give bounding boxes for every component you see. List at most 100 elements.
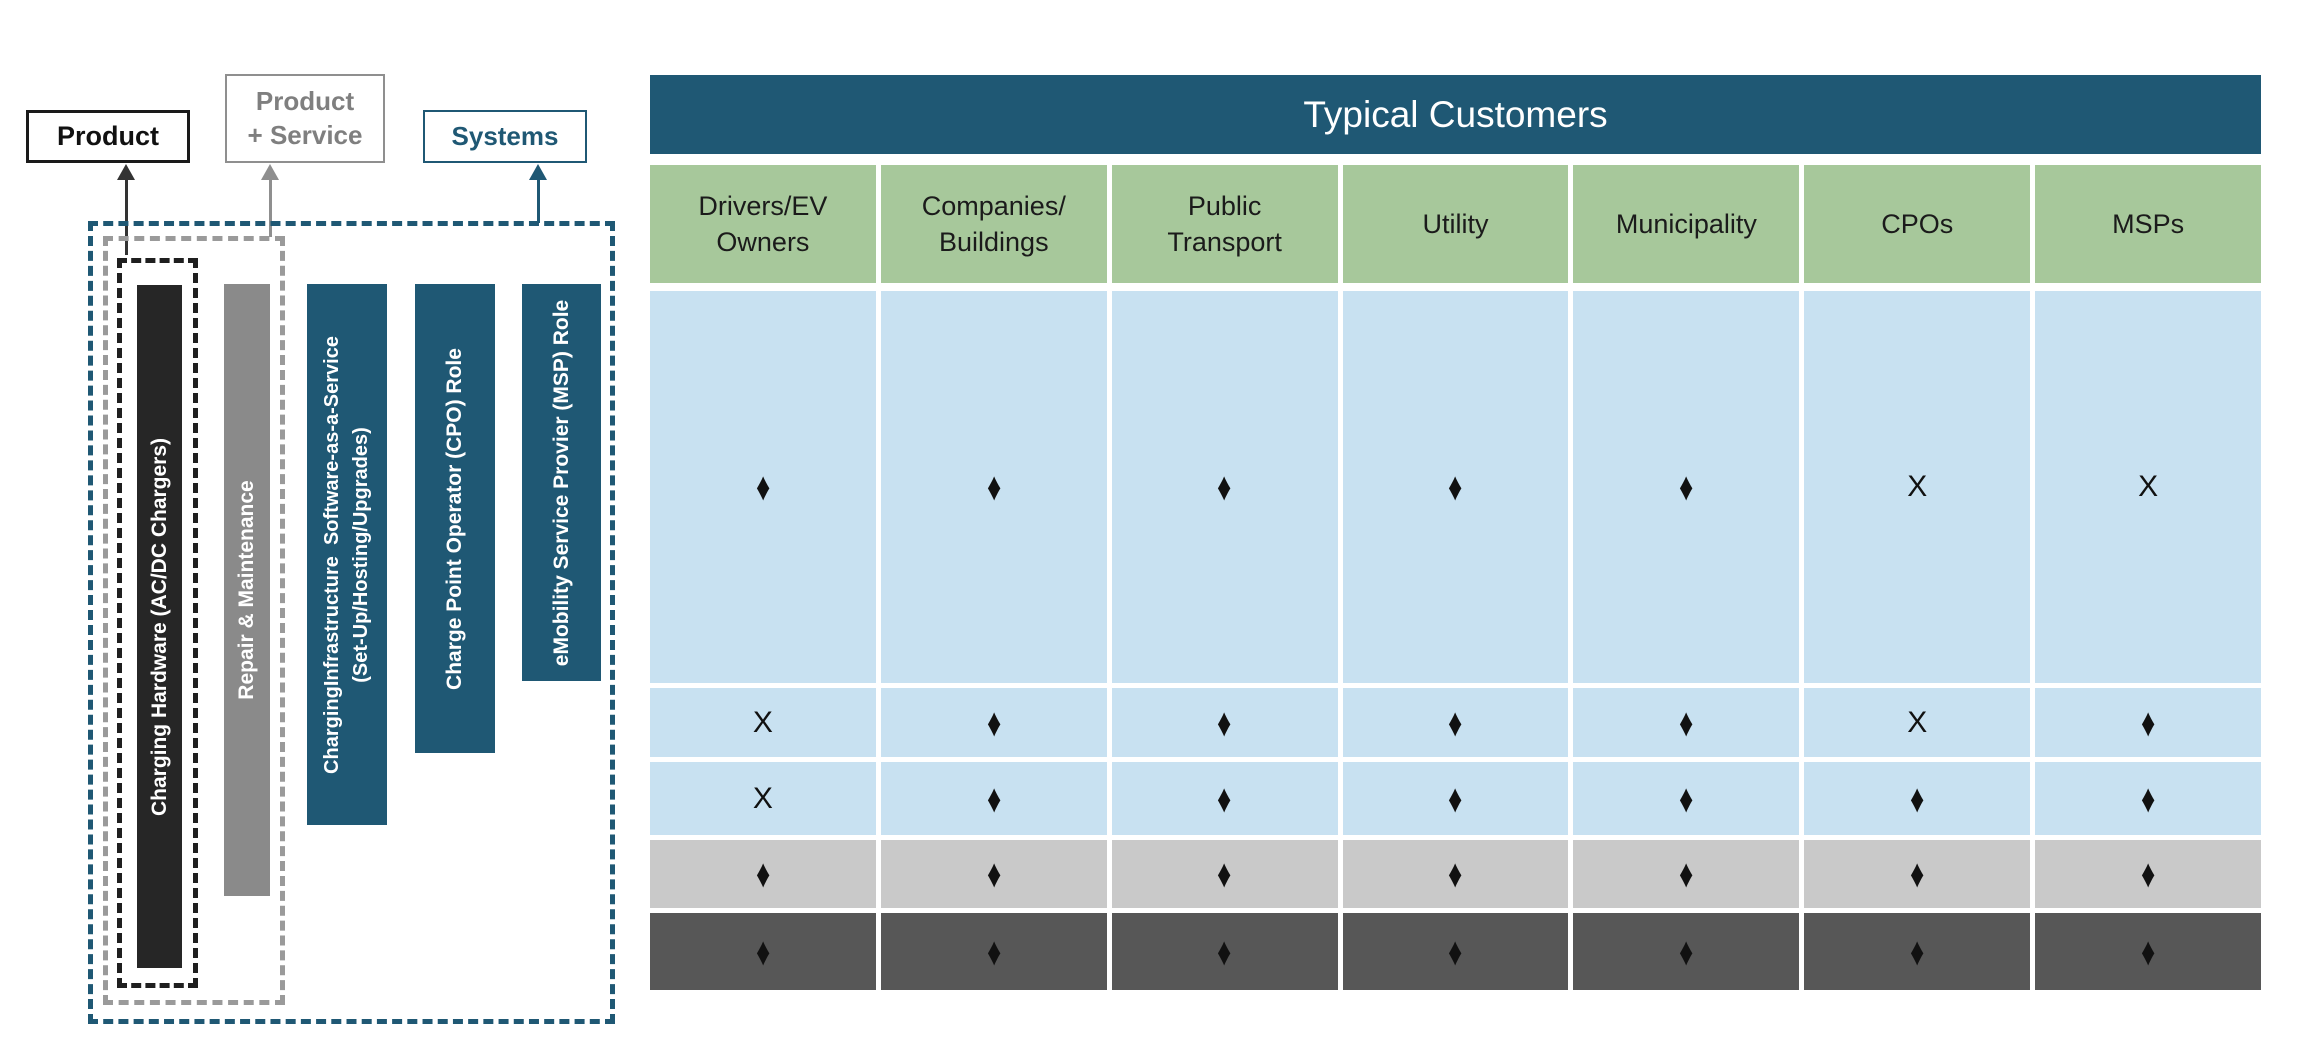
matrix-cell: X: [1804, 688, 2031, 757]
matrix-cell: X: [1804, 291, 2031, 683]
matrix-cell: ♦: [1111, 762, 1338, 835]
column-header-msps: MSPs: [2035, 165, 2262, 283]
systems-label: Systems: [451, 121, 559, 151]
symbol: ♦: [755, 850, 771, 896]
symbol: ♦: [1679, 463, 1694, 509]
systems-label-box: Systems: [423, 110, 587, 163]
msp-role-bar-label: eMobility Service Provier (MSP) Role: [549, 299, 573, 666]
matrix-cell: ♦: [1342, 762, 1569, 835]
symbol: ♦: [986, 775, 1001, 821]
symbol: X: [752, 781, 773, 815]
msp-role-bar: eMobility Service Provier (MSP) Role: [522, 284, 601, 681]
column-header-utility: Utility: [1342, 165, 1569, 283]
matrix-cell: X: [650, 762, 876, 835]
matrix-cell: ♦: [2035, 688, 2262, 757]
symbol: X: [2138, 470, 2159, 503]
matrix-cell: ♦: [1342, 291, 1569, 683]
typical-customers-table: Typical Customers Drivers/EV Owners Comp…: [650, 75, 2262, 990]
matrix-cell: ♦: [1342, 688, 1569, 757]
matrix-cell: ♦: [1111, 913, 1338, 990]
column-header-cpos: CPOs: [1804, 165, 2031, 283]
matrix-cell: ♦: [1573, 762, 1800, 835]
product-service-label: Product + Service: [247, 85, 363, 150]
table-row-hardware: ♦ ♦ ♦ ♦ ♦ X X: [650, 291, 2262, 683]
symbol: ♦: [1910, 850, 1925, 896]
systems-scope-dashed-box: [88, 221, 615, 1024]
matrix-cell: ♦: [650, 840, 876, 908]
symbol: ♦: [1910, 928, 1925, 974]
repair-maintenance-bar-label: Repair & Maintenance: [234, 480, 258, 700]
table-row-msp: ♦ ♦ ♦ ♦ ♦ ♦ ♦: [650, 913, 2262, 990]
symbol: X: [752, 705, 773, 739]
symbol: ♦: [755, 463, 771, 509]
symbol: ♦: [986, 850, 1001, 896]
symbol: ♦: [1679, 775, 1694, 821]
symbol: ♦: [755, 928, 771, 974]
symbol: ♦: [1679, 928, 1694, 974]
column-header-drivers: Drivers/EV Owners: [650, 165, 876, 283]
matrix-cell: ♦: [880, 840, 1107, 908]
product-label: Product: [56, 121, 159, 151]
symbol: ♦: [1448, 850, 1463, 896]
symbol: ♦: [2140, 850, 2156, 896]
cpo-role-bar: Charge Point Operator (CPO) Role: [415, 284, 495, 753]
column-header-companies: Companies/ Buildings: [880, 165, 1107, 283]
symbol: ♦: [1448, 699, 1463, 745]
matrix-cell: ♦: [880, 913, 1107, 990]
matrix-cell: ♦: [1573, 840, 1800, 908]
symbol: ♦: [2140, 775, 2156, 821]
table-row-repair: X ♦ ♦ ♦ ♦ X ♦: [650, 688, 2262, 757]
symbol: ♦: [986, 928, 1001, 974]
matrix-cell: ♦: [1573, 291, 1800, 683]
matrix-cell: ♦: [1804, 913, 2031, 990]
column-header-row: Drivers/EV Owners Companies/ Buildings P…: [650, 165, 2262, 283]
charging-infrastructure-saas-bar: ChargingInfrastructure Software-as-a-Ser…: [307, 284, 387, 825]
repair-maintenance-bar: Repair & Maintenance: [224, 284, 270, 896]
systems-arrow-up-icon: [529, 164, 547, 180]
matrix-cell: ♦: [1111, 840, 1338, 908]
symbol: ♦: [1217, 463, 1232, 509]
matrix-cell: ♦: [1342, 840, 1569, 908]
matrix-cell: X: [2035, 291, 2262, 683]
symbol: ♦: [2140, 699, 2156, 745]
matrix-cell: ♦: [650, 291, 876, 683]
matrix-cell: X: [650, 688, 876, 757]
matrix-cell: ♦: [1804, 840, 2031, 908]
matrix-cell: ♦: [880, 688, 1107, 757]
matrix-cell: ♦: [880, 762, 1107, 835]
symbol: ♦: [986, 463, 1001, 509]
column-header-municipality: Municipality: [1573, 165, 1800, 283]
product-arrow-up-icon: [117, 164, 135, 180]
systems-arrow-stem: [537, 178, 540, 223]
table-title-bar: Typical Customers: [650, 75, 2261, 154]
table-row-saas: X ♦ ♦ ♦ ♦ ♦ ♦: [650, 762, 2262, 835]
matrix-cell: ♦: [650, 913, 876, 990]
product-service-scope-dashed-box: [103, 236, 285, 1005]
symbol: ♦: [1217, 775, 1232, 821]
matrix-cell: ♦: [1111, 291, 1338, 683]
matrix-cell: ♦: [2035, 762, 2262, 835]
product-scope-dashed-box: [117, 258, 198, 988]
product-label-box: Product: [26, 110, 190, 163]
symbol: ♦: [986, 699, 1001, 745]
matrix-cell: ♦: [1573, 913, 1800, 990]
matrix-cell: ♦: [2035, 840, 2262, 908]
symbol: ♦: [1217, 928, 1232, 974]
matrix-cell: ♦: [2035, 913, 2262, 990]
symbol: ♦: [1217, 699, 1232, 745]
table-title: Typical Customers: [1303, 93, 1608, 135]
cpo-role-bar-label: Charge Point Operator (CPO) Role: [442, 347, 466, 690]
matrix-cell: ♦: [880, 291, 1107, 683]
symbol: ♦: [1448, 775, 1463, 821]
symbol: X: [1907, 470, 1928, 503]
product-service-arrow-stem: [269, 178, 272, 237]
product-service-label-box: Product + Service: [225, 74, 385, 163]
symbol: ♦: [1217, 850, 1232, 896]
charging-hardware-bar: Charging Hardware (AC/DC Chargers): [137, 285, 182, 968]
matrix-cell: ♦: [1342, 913, 1569, 990]
symbol: ♦: [2140, 928, 2156, 974]
product-service-arrow-up-icon: [261, 164, 279, 180]
charging-infrastructure-saas-bar-label: ChargingInfrastructure Software-as-a-Ser…: [321, 335, 372, 774]
symbol: ♦: [1910, 775, 1925, 821]
